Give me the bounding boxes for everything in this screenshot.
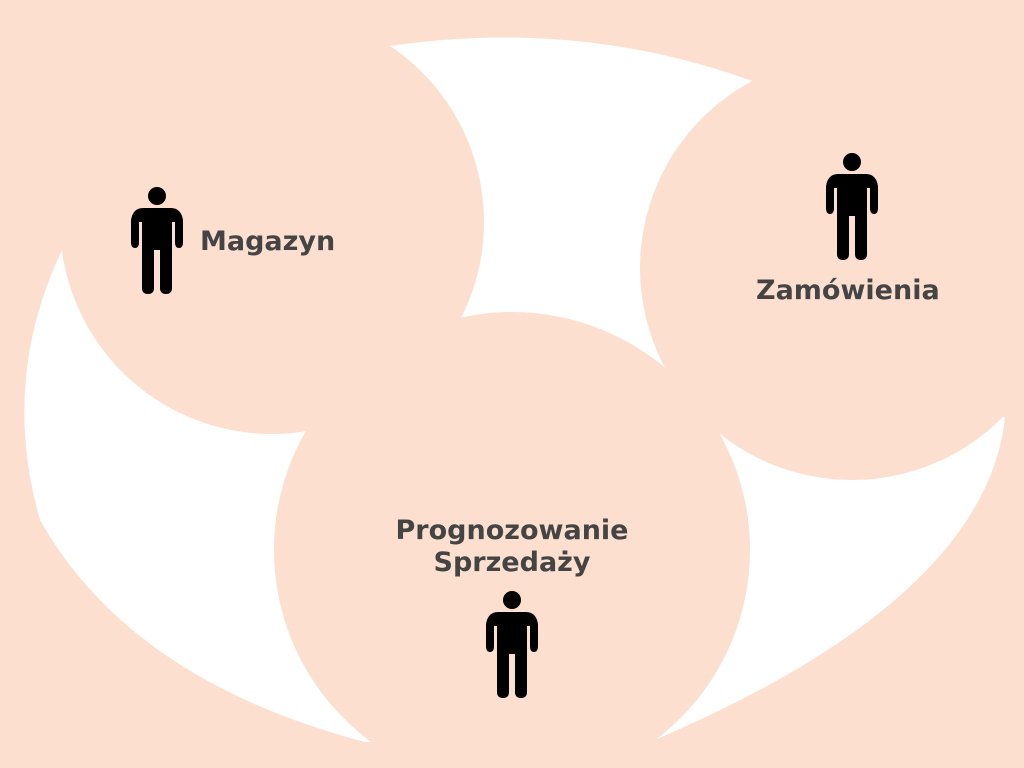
- circle-prognozowanie: [274, 312, 750, 768]
- node-label-prognozowanie-line1: Prognozowanie: [395, 515, 629, 546]
- circle-zamowienia: [640, 56, 1024, 480]
- node-label-prognozowanie: Prognozowanie Sprzedaży: [368, 515, 656, 579]
- circle-magazyn: [60, 10, 484, 434]
- node-label-magazyn: Magazyn: [200, 226, 336, 257]
- node-label-zamowienia: Zamówienia: [756, 275, 940, 306]
- node-label-prognozowanie-line2: Sprzedaży: [433, 547, 591, 578]
